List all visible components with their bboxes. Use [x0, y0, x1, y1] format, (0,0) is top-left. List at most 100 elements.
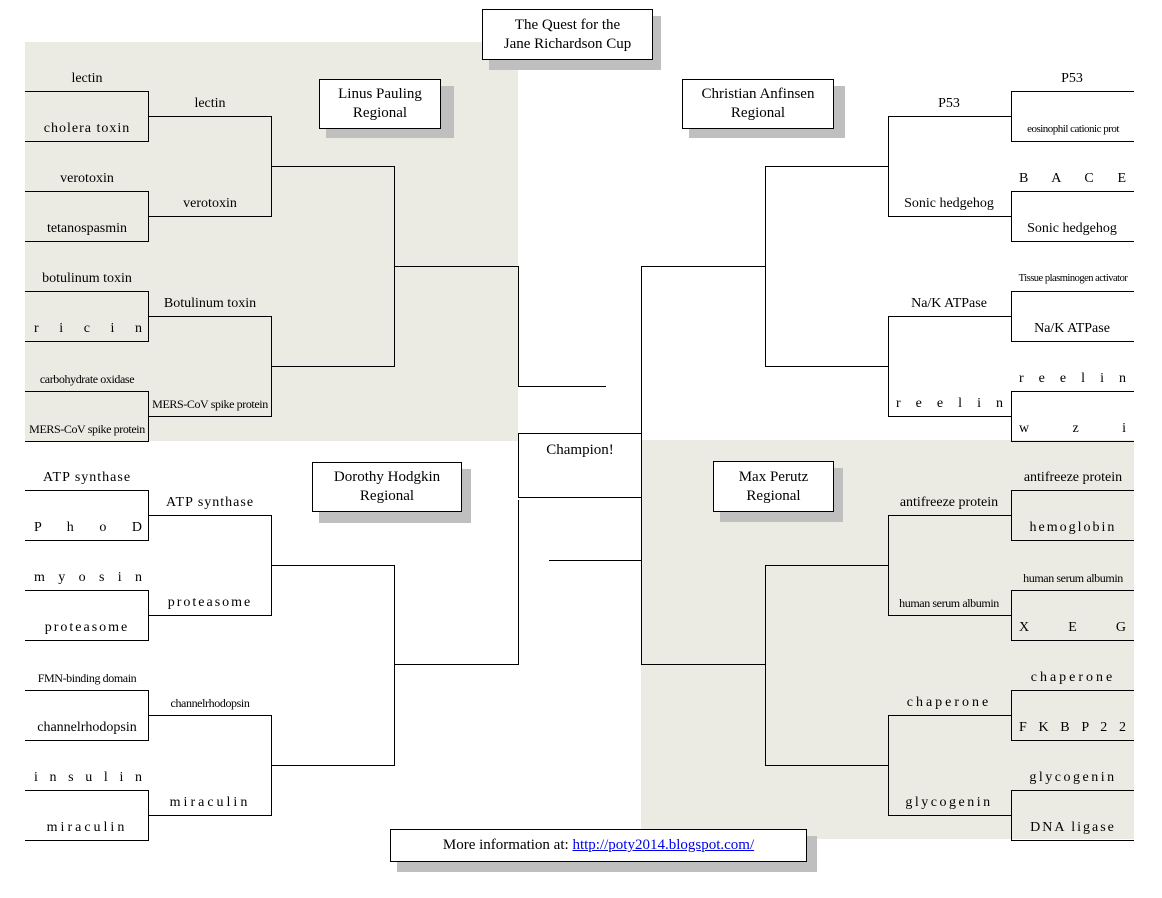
team-eosinophil-cationic-prot: eosinophil cationic prot — [1027, 123, 1119, 135]
footer-link[interactable]: http://poty2014.blogspot.com/ — [572, 837, 755, 853]
bracket-line — [641, 497, 642, 665]
bracket-line — [1011, 341, 1134, 342]
team-xeg: X E G — [1019, 620, 1126, 635]
bracket-line — [395, 266, 518, 267]
team-hemoglobin: hemoglobin — [1029, 520, 1117, 535]
bracket-line — [1011, 690, 1012, 741]
team-tetanospasmin: tetanospasmin — [46, 221, 128, 236]
bracket-line — [271, 316, 272, 417]
bracket-line — [888, 116, 889, 217]
winner-p53: P53 — [938, 96, 960, 111]
bracket-line — [1011, 490, 1134, 491]
team-p53: P53 — [1061, 71, 1083, 86]
team-channelrhodopsin: channelrhodopsin — [37, 720, 137, 735]
bracket-line — [272, 565, 395, 566]
bracket-line — [549, 560, 641, 561]
winner-atp-synthase: ATP synthase — [165, 495, 255, 510]
bracket-line — [1011, 790, 1134, 791]
team-wzi: w z i — [1019, 421, 1126, 436]
bracket-line — [641, 266, 642, 440]
team-glycogenin: glycogenin — [1029, 770, 1117, 785]
bracket-line — [25, 441, 149, 442]
team-cholera-toxin: cholera toxin — [43, 121, 131, 136]
bracket-line — [641, 266, 765, 267]
bracket-line — [1011, 590, 1012, 641]
footer-text: More information at: — [442, 837, 573, 853]
bracket-line — [25, 391, 149, 392]
bracket-line — [149, 815, 271, 816]
bracket-line — [765, 565, 766, 766]
bracket-line — [272, 166, 395, 167]
bracket-line — [395, 664, 518, 665]
bracket-line — [148, 391, 149, 442]
team-miraculin: miraculin — [46, 820, 128, 835]
winner-sonic-hedgehog: Sonic hedgehog — [904, 196, 994, 211]
team-sonic-hedgehog: Sonic hedgehog — [1027, 221, 1117, 236]
bracket-line — [148, 590, 149, 641]
team-na-k-atpase: Na/K ATPase — [1034, 321, 1110, 336]
team-myosin: m y o s i n — [34, 570, 142, 585]
team-chaperone: chaperone — [1030, 670, 1116, 685]
bracket-line — [394, 166, 395, 367]
bracket-line — [148, 91, 149, 142]
bracket-line — [888, 515, 889, 616]
bracket-line — [888, 316, 1011, 317]
bracket-line — [1011, 790, 1012, 841]
winner-na-k-atpase: Na/K ATPase — [911, 296, 987, 311]
team-ricin: r i c i n — [34, 321, 142, 336]
bracket-line — [25, 490, 149, 491]
bracket-line — [25, 341, 149, 342]
bracket-line — [765, 765, 888, 766]
bracket-line — [888, 216, 1011, 217]
bracket-line — [25, 690, 149, 691]
team-fmn-binding-domain: FMN-binding domain — [37, 671, 137, 685]
winner-mers-cov-spike-protein: MERS-CoV spike protein — [152, 397, 268, 411]
bracket-line — [518, 266, 519, 387]
bracket-line — [271, 715, 272, 816]
team-carbohydrate-oxidase: carbohydrate oxidase — [39, 372, 135, 386]
bracket-line — [1011, 141, 1134, 142]
bracket-line — [1011, 740, 1134, 741]
winner-miraculin: miraculin — [169, 795, 251, 810]
bracket-line — [25, 840, 149, 841]
bracket-line — [149, 715, 271, 716]
bracket-line — [148, 490, 149, 541]
team-antifreeze-protein: antifreeze protein — [1023, 470, 1123, 485]
team-tissue-plasminogen-activator: Tissue plasminogen activator — [1018, 273, 1128, 284]
winner-chaperone: chaperone — [906, 695, 992, 710]
winner-verotoxin: verotoxin — [183, 196, 237, 211]
bracket-line — [888, 615, 1011, 616]
bracket-line — [888, 316, 889, 417]
bracket-line — [765, 366, 888, 367]
winner-human-serum-albumin: human serum albumin — [899, 596, 999, 610]
team-reelin: r e e l i n — [1019, 371, 1126, 386]
bracket-line — [1011, 91, 1134, 92]
bracket-line — [888, 715, 889, 816]
bracket-line — [25, 291, 149, 292]
bracket-line — [1011, 191, 1134, 192]
winner-channelrhodopsin: channelrhodopsin — [170, 696, 250, 710]
footer-info: More information at: http://poty2014.blo… — [390, 829, 807, 862]
bracket-line — [1011, 391, 1012, 442]
bracket-line — [1011, 590, 1134, 591]
winner-antifreeze-protein: antifreeze protein — [899, 495, 999, 510]
bracket-line — [271, 116, 272, 217]
team-lectin: lectin — [71, 71, 103, 86]
bracket-line — [1011, 191, 1012, 242]
bracket-line — [1011, 840, 1134, 841]
bracket-line — [888, 416, 1011, 417]
bracket-line — [394, 565, 395, 766]
bracket-line — [518, 386, 606, 387]
bracket-line — [1011, 91, 1012, 142]
bracket-line — [518, 500, 519, 665]
bracket-line — [25, 640, 149, 641]
team-bace: B A C E — [1019, 171, 1126, 186]
bracket-line — [149, 316, 271, 317]
team-phod: P h o D — [34, 520, 142, 535]
team-mers-cov-spike-protein: MERS-CoV spike protein — [29, 422, 145, 436]
bracket-line — [1011, 241, 1134, 242]
team-botulinum-toxin: botulinum toxin — [42, 271, 132, 286]
